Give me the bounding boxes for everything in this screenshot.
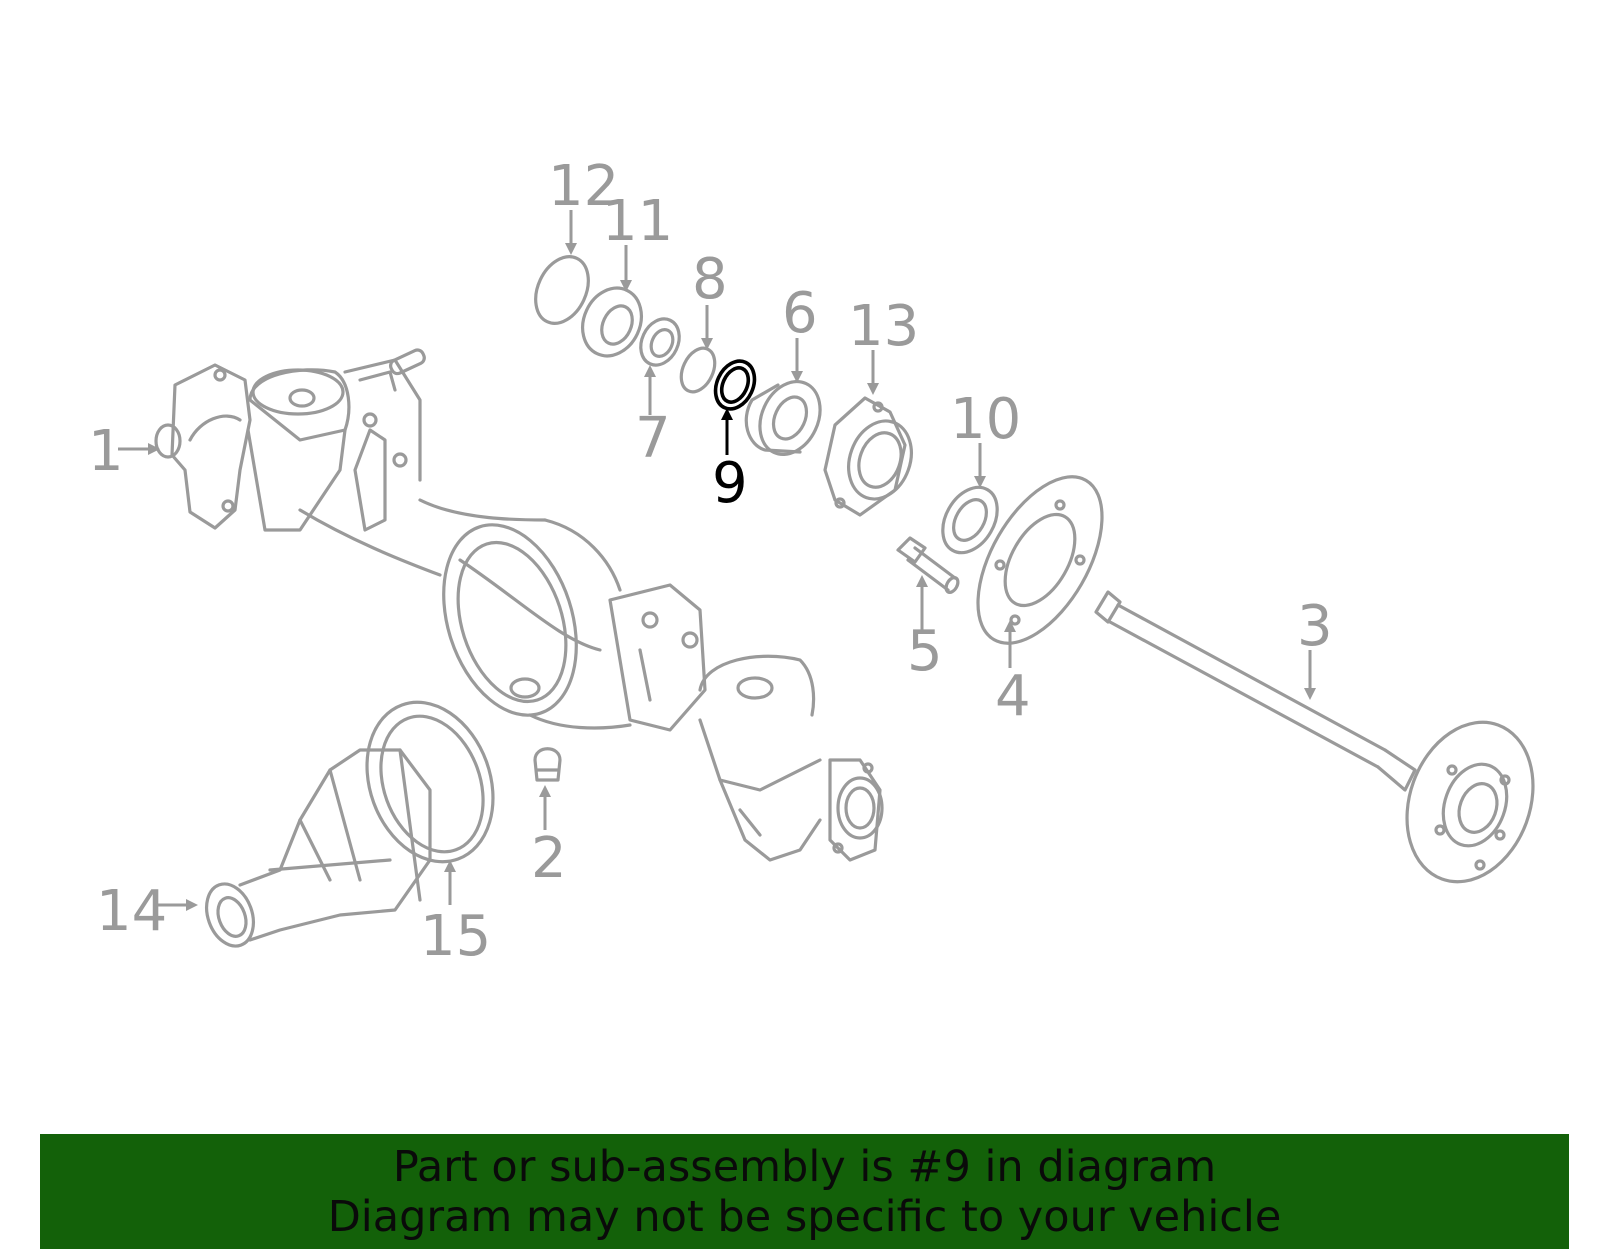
callout-8: 8 bbox=[692, 247, 728, 312]
differential-carrier-drawing bbox=[205, 748, 432, 948]
callout-11: 11 bbox=[602, 189, 673, 254]
callout-13: 13 bbox=[848, 294, 919, 359]
gasket-plate-drawing bbox=[976, 475, 1104, 645]
seal-9-highlighted-drawing bbox=[713, 359, 757, 411]
seal-7-drawing bbox=[639, 317, 681, 367]
callout-7: 7 bbox=[635, 406, 671, 471]
banner-line-disclaimer: Diagram may not be specific to your vehi… bbox=[327, 1192, 1282, 1242]
banner-line-part-number: Part or sub-assembly is #9 in diagram bbox=[392, 1142, 1217, 1192]
callout-1: 1 bbox=[88, 419, 124, 484]
hub-retainer-drawing bbox=[823, 396, 913, 517]
callout-14: 14 bbox=[96, 879, 167, 944]
bearing-drawing bbox=[744, 379, 822, 457]
axle-shaft-drawing bbox=[1094, 590, 1535, 884]
seal-10-drawing bbox=[941, 485, 999, 555]
carrier-gasket-15-drawing bbox=[365, 700, 495, 864]
info-banner: Part or sub-assembly is #9 in diagram Di… bbox=[40, 1134, 1569, 1249]
callout-12: 12 bbox=[548, 154, 619, 219]
seal-12-ring-drawing bbox=[534, 255, 590, 325]
callout-4: 4 bbox=[995, 664, 1031, 729]
callout-10: 10 bbox=[950, 387, 1021, 452]
callout-2: 2 bbox=[531, 826, 567, 891]
callout-labels: 1 2 3 4 5 6 7 8 9 10 11 12 13 14 15 bbox=[88, 154, 1333, 969]
callout-6: 6 bbox=[782, 281, 818, 346]
callout-9-highlighted: 9 bbox=[712, 451, 748, 516]
axle-housing-drawing bbox=[154, 348, 884, 862]
callout-arrows bbox=[118, 210, 1316, 911]
bolt-drawing bbox=[896, 536, 960, 594]
callout-3: 3 bbox=[1297, 594, 1333, 659]
callout-5: 5 bbox=[907, 619, 943, 684]
callout-15: 15 bbox=[420, 904, 491, 969]
breather-plug-drawing bbox=[533, 747, 562, 782]
ring-8-drawing bbox=[679, 346, 717, 394]
